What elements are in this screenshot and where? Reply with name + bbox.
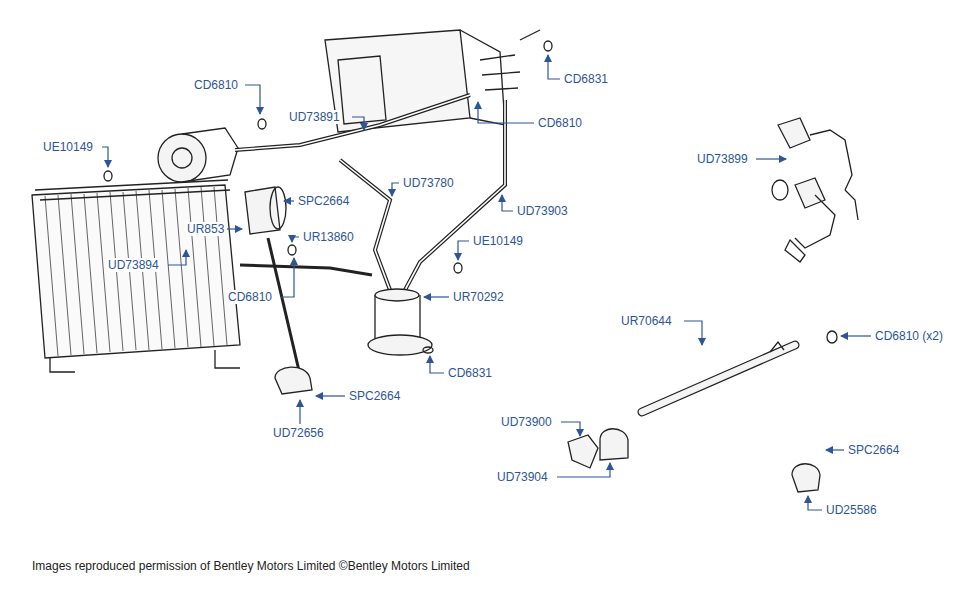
part-number: CD6810 (x2) — [874, 329, 944, 343]
part-number: CD6831 — [447, 366, 493, 380]
part-number: UD25586 — [825, 503, 878, 517]
part-number: UD73891 — [288, 110, 341, 124]
part-number: UR70292 — [452, 290, 505, 304]
part-number: CD6810 — [227, 290, 273, 304]
part-number: UR70644 — [620, 314, 673, 328]
part-number: UR13860 — [302, 230, 355, 244]
copyright-caption: Images reproduced permission of Bentley … — [32, 559, 470, 573]
part-number: CD6831 — [563, 72, 609, 86]
part-number: UD73899 — [696, 152, 749, 166]
part-number: UD73903 — [516, 204, 569, 218]
part-number: CD6810 — [537, 116, 583, 130]
part-number: UD73900 — [500, 415, 553, 429]
part-number: SPC2664 — [348, 389, 401, 403]
part-number: UR853 — [186, 222, 225, 236]
part-number: UD73780 — [402, 176, 455, 190]
part-number: UD72656 — [272, 426, 325, 440]
leader-lines — [102, 55, 871, 510]
drawing — [32, 30, 858, 492]
part-number: SPC2664 — [847, 443, 900, 457]
part-number: UD73904 — [496, 470, 549, 484]
part-number: UE10149 — [472, 234, 524, 248]
part-number: UE10149 — [42, 140, 94, 154]
part-number: SPC2664 — [297, 194, 350, 208]
part-number: UD73894 — [107, 258, 160, 272]
part-number: CD6810 — [193, 78, 239, 92]
